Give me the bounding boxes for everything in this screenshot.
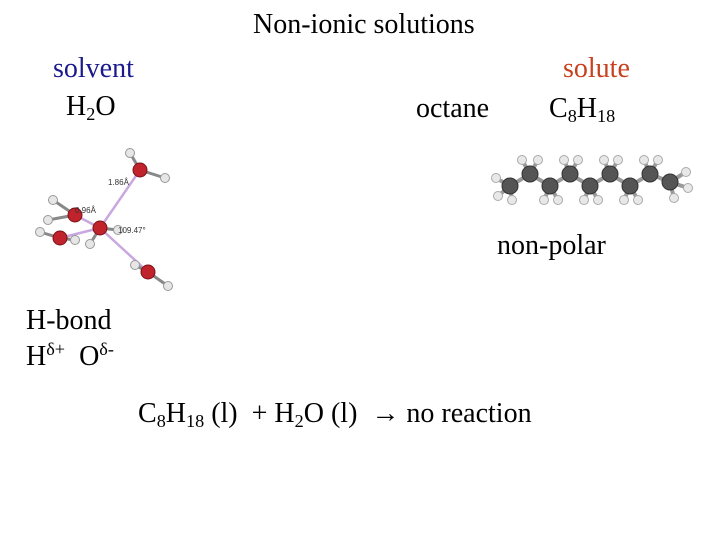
eq-h-sub: 18 <box>186 411 205 432</box>
formula-h: H <box>66 91 87 122</box>
solvent-label: solvent <box>53 53 134 84</box>
oxygen-atom <box>52 230 68 246</box>
hydrogen-atom <box>35 227 45 237</box>
hbond-label: H-bond <box>26 305 112 336</box>
formula-sub-8: 8 <box>567 106 577 127</box>
octane-label: octane <box>416 93 490 124</box>
o-partial-charge: δ- <box>99 339 114 359</box>
hydrogen-atom <box>163 281 173 291</box>
formula-sub-18: 18 <box>597 106 616 127</box>
oxygen-atom <box>132 162 148 178</box>
formula-c: C <box>549 93 568 124</box>
hydrogen-atom <box>130 260 140 270</box>
solvent-formula: H2O <box>66 91 116 125</box>
page-title: Non-ionic solutions <box>253 9 475 40</box>
oxygen-atom <box>140 264 156 280</box>
angle-label: 109.47° <box>118 226 146 235</box>
hydrogen-atom <box>113 225 123 235</box>
octane-carbons <box>501 165 679 195</box>
hbond-line <box>99 227 149 273</box>
oxygen-atoms <box>52 162 156 280</box>
water-hbond-model: 1.86Å 0.96Å 109.47° <box>35 148 173 291</box>
solute-formula: C8H18 <box>549 93 616 127</box>
eq-h2: H <box>274 398 295 429</box>
hydrogen-atom <box>48 195 58 205</box>
eq-h: H <box>165 398 187 429</box>
partial-charges: Hδ+ Oδ- <box>26 340 114 372</box>
eq-result: no reaction <box>399 398 532 429</box>
hydrogen-atom <box>160 173 170 183</box>
hydrogen-atom <box>125 148 135 158</box>
hydrogen-atom <box>70 235 80 245</box>
h-partial-charge: δ+ <box>46 339 66 359</box>
nonpolar-label: non-polar <box>497 230 606 261</box>
reaction-equation: C8H18 (l) + H2O (l) → no reaction <box>138 398 532 432</box>
oxygen-atom <box>92 220 108 236</box>
reaction-arrow: → <box>371 398 400 429</box>
formula-sub-2: 2 <box>86 104 96 125</box>
hbond-length-label: 1.86Å <box>108 178 130 187</box>
eq-o: O <box>303 398 324 429</box>
octane-hydrogens <box>491 155 693 205</box>
eq-phase-1: (l) + <box>204 398 275 429</box>
oh-length-label: 0.96Å <box>75 206 97 215</box>
formula-h: H <box>576 93 598 124</box>
octane-model <box>491 155 693 205</box>
oxygen-atom <box>67 207 83 223</box>
solute-label: solute <box>563 53 630 84</box>
eq-h2-sub: 2 <box>294 411 304 432</box>
formula-o: O <box>95 91 116 122</box>
hydrogen-atoms <box>35 148 173 291</box>
o-symbol: O <box>79 341 100 372</box>
hydrogen-atom <box>85 239 95 249</box>
hbond-line <box>98 169 142 229</box>
hydrogen-atom <box>43 215 53 225</box>
eq-phase-2: (l) <box>323 398 372 429</box>
eq-c-sub: 8 <box>156 411 166 432</box>
eq-c: C <box>138 398 157 429</box>
h-symbol: H <box>26 341 47 372</box>
